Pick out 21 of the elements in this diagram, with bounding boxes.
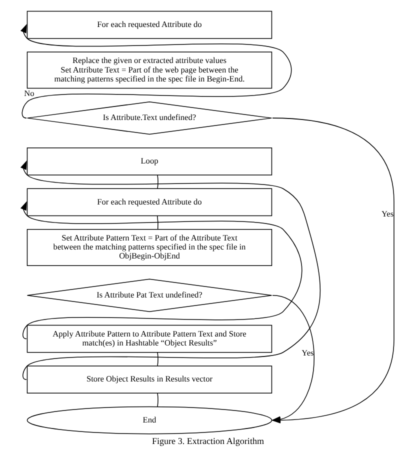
edge-label: No — [24, 88, 34, 98]
connector — [156, 392, 158, 407]
caption: Figure 3. Extraction Algorithm — [151, 436, 264, 446]
node-box: Set Attribute Pattern Text = Part of the Attribute Text between the matching patterns specified in the spec file in ObjBegin-ObjEnd — [26, 229, 272, 266]
arrow — [20, 201, 302, 340]
connector — [156, 352, 158, 366]
edge-label: Yes — [301, 348, 314, 358]
node-box: For each requested Attribute do — [26, 188, 272, 216]
node-box: Replace the given or extracted attribute values Set Attribute Text = Part of the web page between the matching patterns specified in the spec file in Begin-End. — [26, 52, 272, 89]
connector — [156, 174, 158, 189]
node-box: Loop — [26, 148, 272, 176]
node-ellipse: End — [26, 406, 272, 434]
arrow — [20, 24, 292, 118]
node-box: Apply Attribute Pattern to Attribute Pattern Text and Store match(es) in Hashtable “Object Results” — [26, 324, 272, 353]
edge-label: Yes — [381, 209, 394, 218]
arrow — [20, 160, 320, 380]
node-box: Store Object Results in Results vector — [26, 366, 272, 394]
node-diamond: Is Attribute.Text undefined? — [26, 101, 272, 135]
node-box: For each requested Attribute do — [26, 10, 272, 39]
node-diamond: Is Attribute Pat Text undefined? — [26, 278, 272, 312]
connector — [156, 215, 158, 230]
